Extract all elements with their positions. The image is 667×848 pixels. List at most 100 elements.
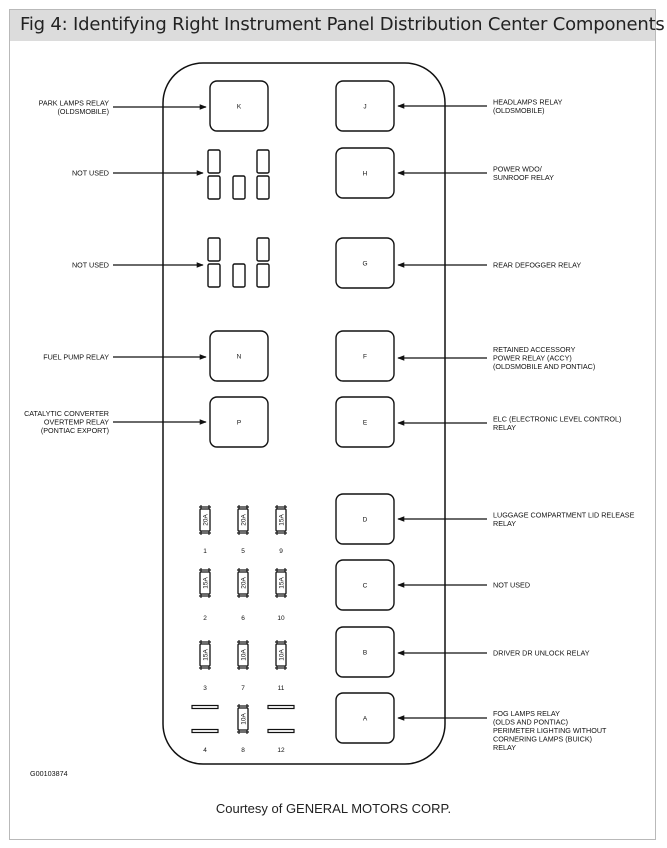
callout-text: CATALYTIC CONVERTER	[24, 409, 109, 418]
fuse-rating: 15A	[202, 577, 209, 589]
unused-cavity	[207, 149, 221, 174]
fuse-body	[275, 508, 287, 532]
fuse-1: 20A	[199, 505, 211, 535]
fuse-6: 20A	[237, 568, 249, 598]
relay-h	[335, 147, 395, 199]
title-bar: Fig 4: Identifying Right Instrument Pane…	[10, 10, 665, 41]
fuse-rating: 15A	[278, 577, 285, 589]
fuse-body	[199, 571, 211, 595]
unused-cavity	[232, 175, 246, 200]
callout-text: PARK LAMPS RELAY	[39, 98, 110, 107]
left-callout-1: PARK LAMPS RELAY(OLDSMOBILE)	[39, 98, 207, 116]
fuse-number: 10	[277, 615, 285, 622]
relay-k	[209, 80, 269, 132]
fuse-rating: 20A	[240, 514, 247, 526]
fuse-rating: 20A	[240, 577, 247, 589]
right-callout-7: NOT USED	[397, 581, 530, 590]
fuse-10: 15A	[275, 568, 287, 598]
callout-text: FUEL PUMP RELAY	[43, 353, 109, 362]
fuse-rating: 15A	[278, 514, 285, 526]
right-callout-2: POWER WDO/SUNROOF RELAY	[397, 164, 554, 182]
fuse-number: 1	[203, 548, 207, 555]
callout-text: ELC (ELECTRONIC LEVEL CONTROL)	[493, 414, 621, 423]
fuse-number: 6	[241, 615, 245, 622]
relay-label: J	[363, 104, 366, 111]
relay-b	[335, 626, 395, 678]
fuse-9: 15A	[275, 505, 287, 535]
relay-label: D	[363, 517, 368, 524]
fuse-body	[199, 508, 211, 532]
fuse-number: 8	[241, 747, 245, 754]
callout-text: DRIVER DR UNLOCK RELAY	[493, 649, 590, 658]
relay-n	[209, 330, 269, 382]
callout-text: HEADLAMPS RELAY	[493, 97, 563, 106]
fuse-number: 5	[241, 548, 245, 555]
fuse-rating: 10A	[278, 649, 285, 661]
credit-line: Courtesy of GENERAL MOTORS CORP.	[215, 801, 452, 816]
relay-e	[335, 396, 395, 448]
relay-label: F	[363, 354, 367, 361]
fuse-2: 15A	[199, 568, 211, 598]
fuse-number: 2	[203, 615, 207, 622]
callout-text: SUNROOF RELAY	[493, 173, 554, 182]
relay-label: G	[362, 261, 367, 268]
callout-text: (OLDSMOBILE AND PONTIAC)	[493, 362, 595, 371]
left-callout-2: NOT USED	[72, 169, 204, 178]
callout-text: NOT USED	[493, 581, 530, 590]
fuse-number: 4	[203, 747, 207, 754]
fuse-5: 20A	[237, 505, 249, 535]
relay-label: E	[363, 420, 368, 427]
figure-title: Fig 4: Identifying Right Instrument Pane…	[20, 14, 665, 35]
callout-text: POWER WDO/	[493, 164, 542, 173]
fuse-number: 9	[279, 548, 283, 555]
callout-text: FOG LAMPS RELAY	[493, 709, 560, 718]
fuse-body	[237, 571, 249, 595]
fuse-body	[275, 571, 287, 595]
right-callout-9: FOG LAMPS RELAY(OLDS AND PONTIAC)PERIMET…	[397, 709, 607, 752]
distribution-center-outline	[162, 62, 446, 765]
relay-c	[335, 559, 395, 611]
relay-label: K	[237, 104, 242, 111]
fuse-number: 11	[278, 685, 285, 692]
relay-f	[335, 330, 395, 382]
fuse-number: 3	[203, 685, 207, 692]
callout-text: RELAY	[493, 423, 516, 432]
fuse-body	[199, 643, 211, 667]
callout-text: PERIMETER LIGHTING WITHOUT	[493, 726, 607, 735]
callout-text: RETAINED ACCESSORY	[493, 345, 576, 354]
relay-g	[335, 237, 395, 289]
relay-j	[335, 80, 395, 132]
unused-cavity	[256, 237, 270, 262]
relay-label: C	[363, 583, 368, 590]
empty-fuse-slot	[267, 704, 295, 710]
unused-cavity	[207, 263, 221, 288]
fuse-body	[237, 643, 249, 667]
fuse-rating: 20A	[202, 514, 209, 526]
relay-label: A	[363, 716, 368, 723]
relay-a	[335, 692, 395, 744]
relay-label: P	[237, 420, 241, 427]
right-callout-3: REAR DEFOGGER RELAY	[397, 261, 581, 270]
relay-label: B	[363, 650, 367, 657]
callout-text: POWER RELAY (ACCY)	[493, 354, 572, 363]
fuse-rating: 10A	[240, 713, 247, 725]
unused-cavity	[232, 263, 246, 288]
fuse-body	[237, 508, 249, 532]
fuse-number: 12	[277, 747, 285, 754]
callout-text: (OLDSMOBILE)	[57, 107, 109, 116]
empty-fuse-slot	[191, 728, 219, 734]
right-callout-8: DRIVER DR UNLOCK RELAY	[397, 649, 590, 658]
fuse-3: 15A	[199, 640, 211, 670]
callout-text: (OLDSMOBILE)	[493, 106, 545, 115]
unused-cavity	[207, 237, 221, 262]
empty-fuse-slot	[191, 704, 219, 710]
unused-cavity	[256, 149, 270, 174]
callout-text: RELAY	[493, 519, 516, 528]
callout-text: CORNERING LAMPS (BUICK)	[493, 735, 592, 744]
fuse-rating: 10A	[240, 649, 247, 661]
unused-cavity	[207, 175, 221, 200]
fuse-11: 10A	[275, 640, 287, 670]
